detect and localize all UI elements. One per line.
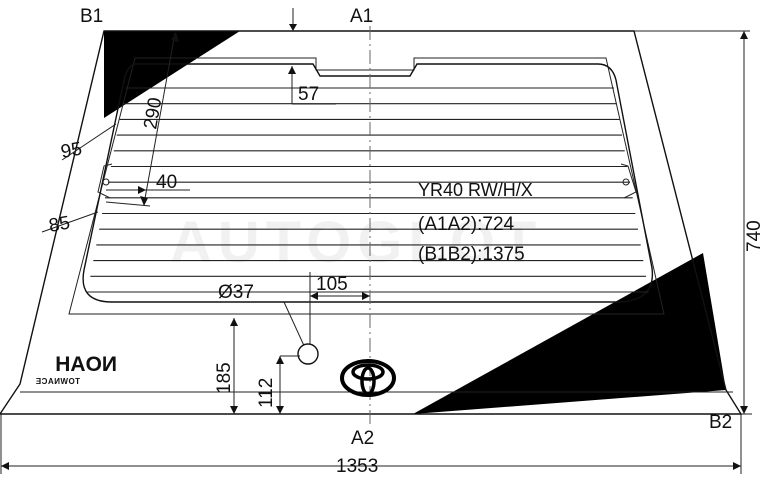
label-b2: B2 (709, 412, 732, 433)
terminal-left-contact (102, 178, 110, 186)
black-corner-top-left (104, 31, 240, 118)
dim-105-arrow-right (362, 292, 370, 300)
dim-notch: 57 (298, 84, 319, 105)
dim-40-arrow (138, 186, 146, 194)
toyota-logo-icon (340, 359, 396, 397)
badge-sub: TOWNACE (35, 377, 80, 386)
inner-frame (68, 57, 665, 315)
dim-290: 290 (140, 96, 166, 131)
black-corner-bottom-right (413, 253, 726, 414)
heated-area (82, 63, 654, 303)
wiper-hole (297, 343, 319, 365)
dim-290-arrow-top (171, 32, 179, 42)
dim-112: 112 (256, 378, 277, 408)
label-b1: B1 (80, 6, 103, 27)
dim-290-line (143, 32, 176, 205)
dim-112-arrow-bottom (276, 406, 284, 414)
label-a1: A1 (350, 6, 373, 27)
dim-notch-arrow (288, 66, 296, 74)
watermark: AUTOGLOT (170, 210, 542, 275)
dim-hole-offset: 105 (316, 274, 348, 295)
dim-185: 185 (214, 362, 235, 394)
dim-clip: 40 (156, 172, 177, 193)
heater-lines (87, 87, 649, 293)
spec-a1a2: (A1A2):724 (418, 214, 515, 235)
hole-leader (283, 301, 307, 351)
dim-105-arrow-left (310, 292, 318, 300)
dim-width: 1353 (336, 456, 378, 477)
dim-290-arrow-bottom (140, 196, 148, 206)
spec-code: YR40 RW/H/X (418, 180, 533, 200)
terminal-left (97, 163, 113, 199)
terminal-right (620, 163, 637, 199)
dim-40-line-bottom (105, 201, 151, 207)
dim-740-arrow-top (740, 31, 748, 39)
dim-85-line (41, 211, 99, 233)
dim-height: 740 (744, 220, 765, 252)
spec-b1b2: (B1B2):1375 (418, 244, 525, 265)
badge-model: NOAH (55, 353, 117, 376)
dim-185-arrow-top (230, 318, 238, 326)
terminal-right-contact (622, 178, 630, 186)
dim-740-arrow-bottom (740, 406, 748, 414)
dim-185-arrow-bottom (230, 406, 238, 414)
dim-95-line (61, 123, 117, 161)
dim-1353-arrow-right (733, 462, 741, 470)
model-badge: NOAH TOWNACE (35, 353, 117, 386)
dim-95: 95 (59, 139, 83, 163)
dim-1353-arrow-left (1, 462, 9, 470)
dim-85: 85 (47, 213, 71, 237)
dim-hole-diameter: Ø37 (218, 282, 254, 303)
label-a2: A2 (351, 428, 374, 449)
dim-112-arrow-top (276, 356, 284, 364)
a1-pointer-head (289, 24, 297, 31)
